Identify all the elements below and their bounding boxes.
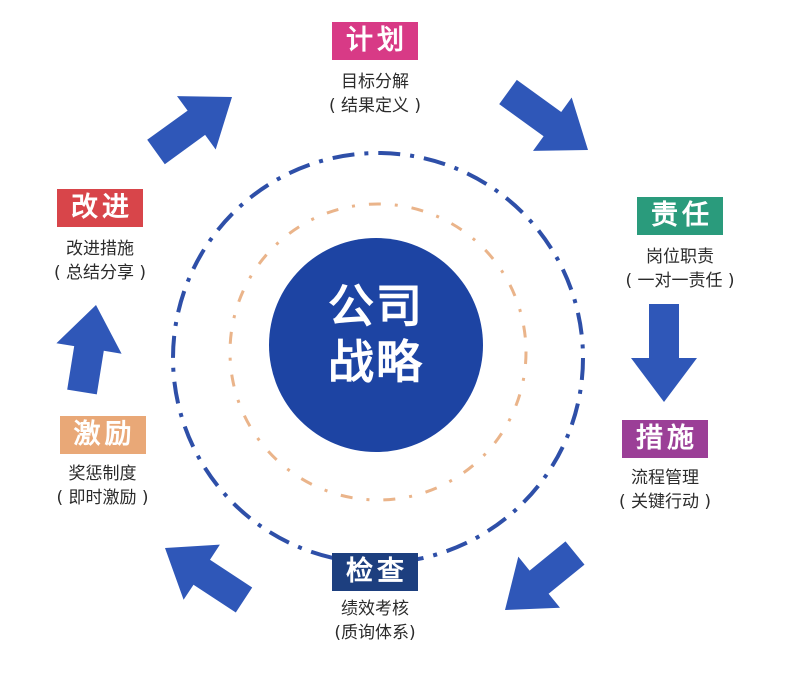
- center-title: 公司 战略: [270, 278, 482, 390]
- arrow-reward-to-improve: [56, 305, 122, 395]
- plan-desc-line2: ( 结果定义 ): [328, 96, 422, 116]
- arrow-check-to-reward: [165, 544, 253, 613]
- arrow-plan-to-duty: [499, 79, 588, 151]
- node-improve: 改进 改进措施 ( 总结分享 ): [25, 189, 175, 285]
- plan-desc-line1: 目标分解: [341, 72, 409, 92]
- check-desc-line1: 绩效考核: [341, 599, 409, 619]
- inner-dashed-ring: [228, 202, 528, 502]
- measure-desc-line1: 流程管理: [631, 468, 699, 488]
- arrow-duty-to-measure: [631, 304, 697, 402]
- reward-desc-line2: ( 即时激励 ): [56, 488, 149, 508]
- outer-dashed-ring: [171, 151, 585, 565]
- tag-plan: 计划: [332, 22, 418, 60]
- tag-duty: 责任: [637, 197, 723, 235]
- center-circle: [269, 238, 483, 452]
- node-reward: 激励 奖惩制度 ( 即时激励 ): [30, 416, 175, 510]
- node-duty: 责任 岗位职责 ( 一对一责任 ): [595, 197, 765, 293]
- tag-check: 检查: [332, 553, 418, 591]
- reward-desc-line1: 奖惩制度: [68, 464, 137, 484]
- center-title-line1: 公司: [328, 279, 424, 333]
- tag-measure: 措施: [622, 420, 708, 458]
- duty-desc-line2: ( 一对一责任 ): [625, 271, 735, 291]
- arrow-measure-to-check: [505, 541, 585, 610]
- node-measure: 措施 流程管理 ( 关键行动 ): [590, 420, 740, 514]
- duty-desc-line1: 岗位职责: [646, 247, 714, 267]
- improve-desc-line1: 改进措施: [66, 239, 134, 259]
- center-title-line2: 战略: [328, 335, 424, 389]
- measure-desc-line2: ( 关键行动 ): [618, 492, 712, 512]
- tag-reward: 激励: [59, 416, 146, 454]
- arrow-improve-to-plan: [147, 96, 232, 165]
- cycle-arrows: [56, 79, 697, 613]
- improve-desc-line2: ( 总结分享 ): [53, 263, 147, 283]
- node-check: 检查 绩效考核 (质询体系): [305, 553, 445, 645]
- tag-improve: 改进: [57, 189, 143, 227]
- check-desc-line2: (质询体系): [334, 623, 416, 643]
- node-plan: 计划 目标分解 ( 结果定义 ): [305, 22, 445, 118]
